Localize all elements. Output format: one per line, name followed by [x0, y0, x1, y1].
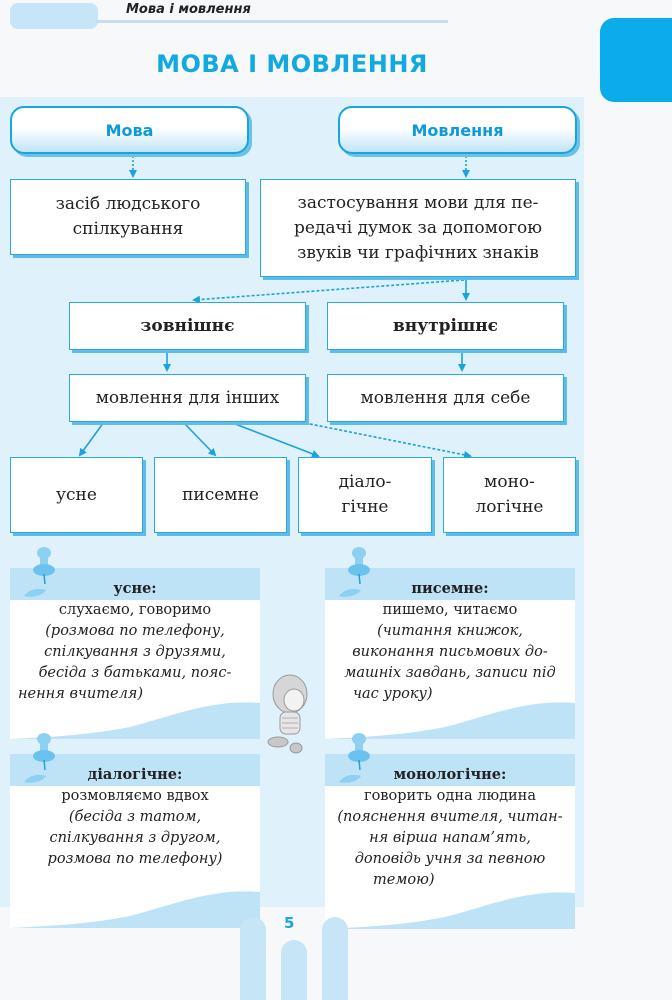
page-title: МОВА І МОВЛЕННЯ: [156, 50, 428, 78]
note-example: (пояснення вчителя, читан-: [337, 809, 563, 825]
desc-box-external: мовлення для інших: [69, 374, 306, 422]
header-pill-decoration: [10, 3, 98, 29]
type-box-internal: внутрішнє: [327, 302, 564, 350]
form-label: логічне: [475, 497, 544, 517]
type-box-external: зовнішнє: [69, 302, 306, 350]
note-example: ня вірша напам’ять,: [369, 830, 531, 846]
definition-line: застосування мови для пе-: [297, 192, 539, 213]
note-example: виконання письмових до-: [352, 644, 548, 660]
child-illustration: [267, 674, 308, 754]
paper-curl: [325, 702, 575, 739]
definition-line: засіб людського: [55, 194, 201, 214]
form-label: усне: [56, 484, 97, 505]
paper-curl: [10, 702, 260, 739]
pushpin-icon: [24, 547, 55, 597]
type-label: внутрішнє: [392, 315, 499, 336]
type-desc: мовлення для себе: [360, 387, 531, 408]
root-pill-movlennia: Мовлення: [338, 106, 577, 154]
footer-bar-decoration: [240, 917, 266, 1000]
definition-box-mova: засіб людського спілкування: [10, 179, 246, 255]
definition-box-movlennia: застосування мови для пе- редачі думок з…: [260, 179, 576, 277]
definition-line: редачі думок за допомогою: [293, 217, 543, 238]
running-title: Мова і мовлення: [126, 2, 251, 17]
note-example: (розмова по телефону,: [45, 623, 225, 639]
note-example: спілкування з другом,: [49, 830, 221, 846]
definition-line: звуків чи графічних знаків: [297, 242, 539, 263]
note-example: машніх завдань, записи під: [344, 665, 556, 681]
note-main: говорить одна людина: [363, 788, 536, 804]
note-example: темою): [373, 872, 435, 888]
type-desc: мовлення для інших: [95, 387, 280, 408]
page-number: 5: [284, 914, 295, 932]
form-box-dialogic: діало- гічне: [298, 457, 432, 533]
note-title: писемне:: [411, 580, 489, 597]
desc-box-internal: мовлення для себе: [327, 374, 564, 422]
form-label: моно-: [484, 472, 535, 492]
form-box-monologic: моно- логічне: [443, 457, 576, 533]
note-example: доповідь учня за певною: [354, 851, 546, 867]
footer-bar-decoration: [281, 940, 307, 1000]
note-main: пишемо, читаємо: [382, 602, 518, 618]
note-card-written: писемне: пишемо, читаємо (читання книжок…: [325, 568, 575, 739]
paper-curl: [10, 891, 260, 928]
root-pill-mova: Мова: [10, 106, 249, 154]
note-example: (читання книжок,: [377, 623, 523, 639]
note-card-monologic: монологічне: говорить одна людина (поясн…: [325, 754, 575, 929]
note-title: діалогічне:: [87, 766, 183, 783]
note-example: час уроку): [353, 686, 433, 702]
pushpin-icon: [339, 733, 370, 783]
note-example: спілкування з друзями,: [44, 644, 226, 660]
type-label: зовнішнє: [140, 315, 235, 336]
form-box-written: писемне: [154, 457, 287, 533]
chapter-tab: [600, 18, 672, 102]
definition-line: спілкування: [72, 219, 184, 239]
form-label: діало-: [338, 472, 392, 492]
note-example: нення вчителя): [18, 686, 144, 702]
note-example: (бесіда з татом,: [68, 809, 202, 825]
note-title: монологічне:: [393, 766, 507, 783]
root-label: Мовлення: [411, 120, 504, 140]
root-label: Мова: [105, 120, 154, 140]
form-label: гічне: [341, 497, 389, 517]
form-box-oral: усне: [10, 457, 143, 533]
form-label: писемне: [182, 484, 259, 505]
paper-curl: [325, 892, 575, 929]
note-example: бесіда з батьками, пояс-: [38, 665, 232, 681]
pushpin-icon: [24, 733, 55, 783]
footer-bar-decoration: [322, 917, 348, 1000]
pushpin-icon: [339, 547, 370, 597]
note-example: розмова по телефону): [47, 851, 223, 867]
note-title: усне:: [113, 580, 157, 597]
note-main: слухаємо, говоримо: [58, 602, 212, 618]
header-rule: [96, 20, 448, 23]
note-main: розмовляємо вдвох: [61, 788, 209, 804]
note-card-dialogic: діалогічне: розмовляємо вдвох (бесіда з …: [10, 754, 260, 928]
